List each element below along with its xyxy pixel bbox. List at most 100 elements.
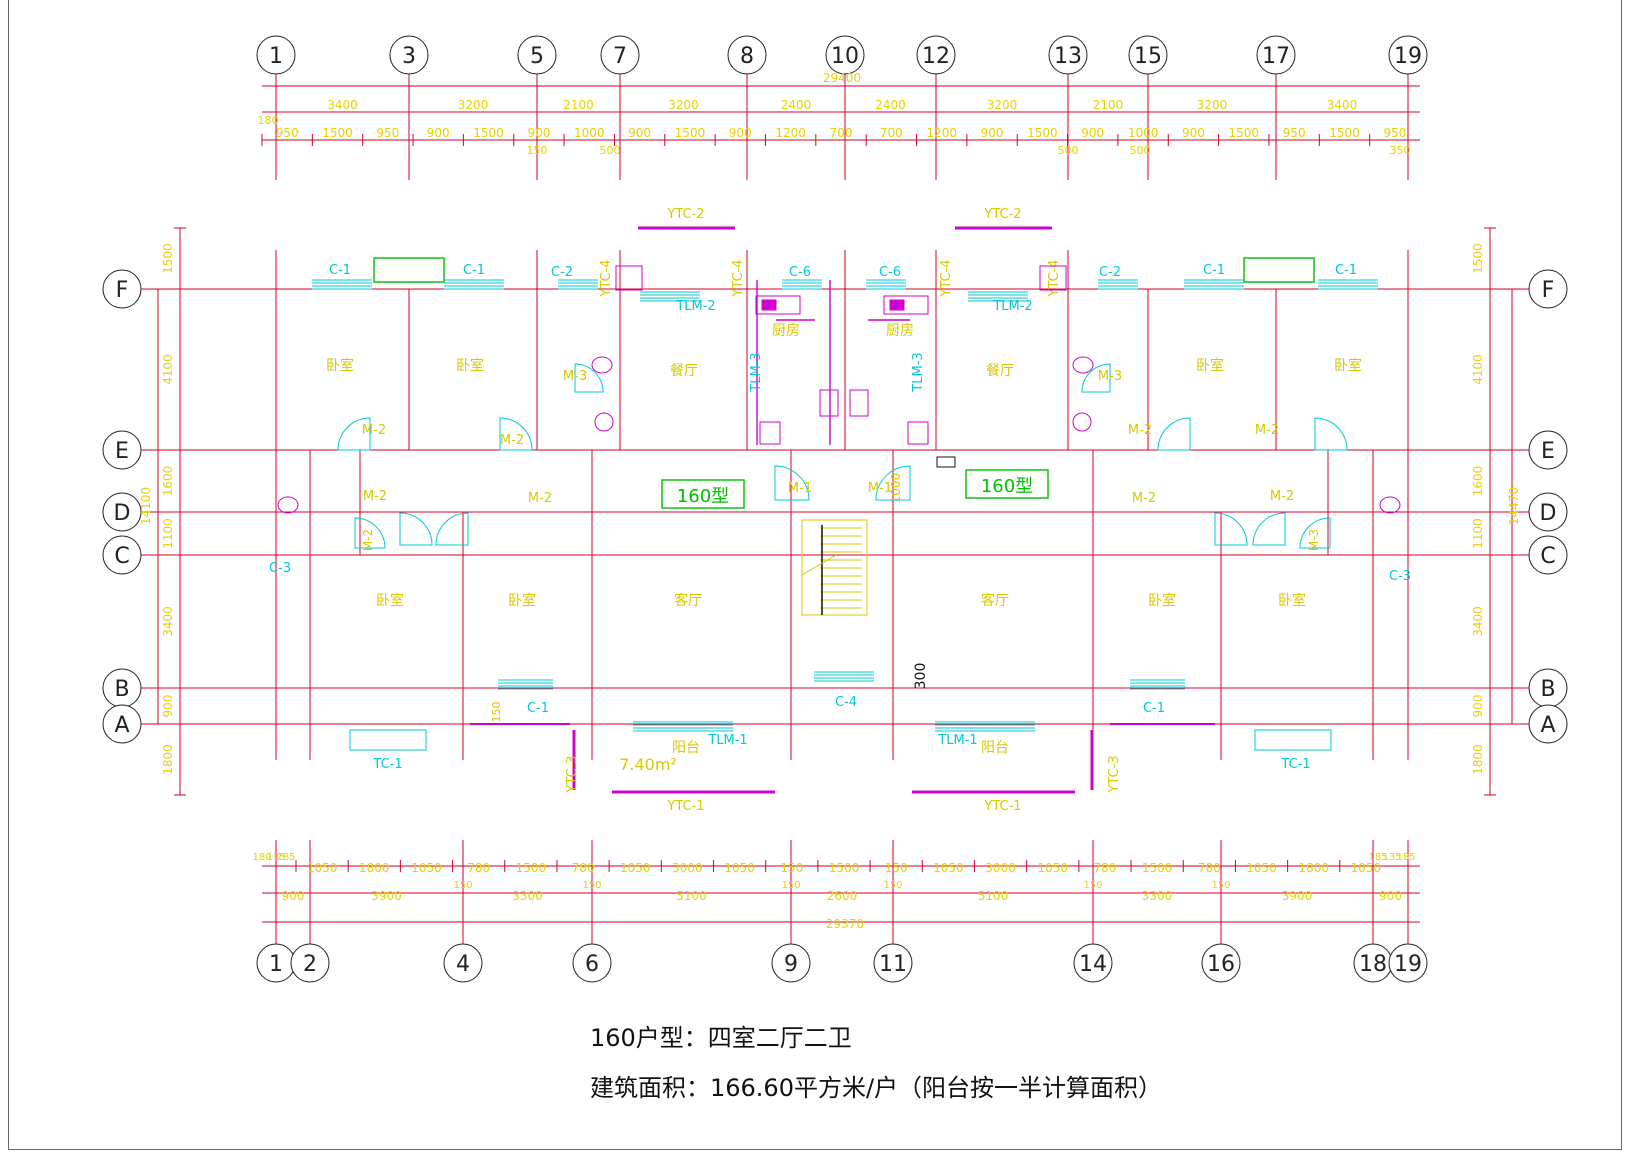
axis-label-bottom: 18 <box>1359 952 1387 977</box>
washer-icon <box>1039 265 1067 291</box>
axis-label-right: B <box>1540 677 1555 702</box>
dim-bottom-row1: 150 <box>885 861 908 875</box>
stove-icon <box>755 295 801 315</box>
bay-window <box>349 729 427 751</box>
door-label: M-2 <box>528 491 552 506</box>
balcony-window-label: YTC-1 <box>983 799 1021 814</box>
window-label: C-1 <box>1143 701 1165 716</box>
room-label: 餐厅 <box>670 363 698 379</box>
dim-top-row1: 2100 <box>563 98 594 112</box>
toilet-icon <box>277 496 299 514</box>
dim-top-row2: 1500 <box>1027 126 1058 140</box>
axis-label-top: 8 <box>740 44 754 69</box>
axis-label-right: D <box>1540 501 1557 526</box>
dim-bottom-row2: 2600 <box>827 889 858 903</box>
dim-bottom-small: 135 <box>266 852 285 863</box>
sliding-door-label: TLM-3 <box>911 352 926 392</box>
door-label: M-2 <box>361 529 375 551</box>
axis-bubble-bottom <box>1073 943 1113 983</box>
dim-bottom-row2: 3300 <box>512 889 543 903</box>
room-label: 卧室 <box>1334 357 1362 374</box>
door-label: M-2 <box>500 433 524 448</box>
door-label: M-2 <box>1128 423 1152 438</box>
axis-label-bottom: 19 <box>1394 952 1422 977</box>
dim-top-row2: 950 <box>1383 126 1406 140</box>
window-label: C-1 <box>329 263 351 278</box>
dim-bottom-small: 185 <box>1368 852 1387 863</box>
balcony-window-label: YTC-4 <box>599 259 614 297</box>
dim-left-seg: 1500 <box>161 243 175 274</box>
axis-label-left: E <box>115 439 129 464</box>
dim-bottom-row1: 1500 <box>829 861 860 875</box>
door-swing <box>1214 512 1248 546</box>
axis-label-bottom: 11 <box>879 952 907 977</box>
room-label: 卧室 <box>508 592 536 609</box>
dim-bottom-row1: 1050 <box>1246 861 1277 875</box>
axis-bubble-top <box>1256 35 1296 75</box>
axis-bubble-top <box>1388 35 1428 75</box>
dim-right-seg: 1500 <box>1471 243 1485 274</box>
axis-label-bottom: 16 <box>1207 952 1235 977</box>
axis-bubble-bottom <box>290 943 330 983</box>
dim-top-row2: 1000 <box>1128 126 1159 140</box>
dim-right-seg: 1800 <box>1471 744 1485 775</box>
window-label: C-6 <box>879 265 901 280</box>
room-label: 客厅 <box>674 592 702 609</box>
unit-type-box <box>965 469 1049 499</box>
axis-label-top: 3 <box>402 44 416 69</box>
door-label: M-3 <box>1307 529 1321 551</box>
window-label: C-3 <box>1389 569 1411 584</box>
balcony-area-label: 7.40m² <box>619 755 677 774</box>
window-label: C-3 <box>269 561 291 576</box>
dim-bottom-small: 150 <box>883 880 902 891</box>
balcony-window-label: YTC-1 <box>666 799 704 814</box>
dim-top-row1: 2400 <box>875 98 906 112</box>
unit-type-label: 160型 <box>981 476 1033 497</box>
axis-label-left: A <box>114 713 129 738</box>
axis-label-top: 19 <box>1394 44 1422 69</box>
axis-label-bottom: 1 <box>269 952 283 977</box>
axis-label-top: 15 <box>1134 44 1162 69</box>
bay-window-label: TC-1 <box>372 757 402 772</box>
axis-label-right: C <box>1540 544 1555 569</box>
axis-label-top: 13 <box>1054 44 1082 69</box>
dim-top-row2: 900 <box>527 126 550 140</box>
balcony-window-label: YTC-2 <box>666 207 704 222</box>
stair-outline <box>801 519 868 616</box>
dim-top-row2: 1200 <box>926 126 957 140</box>
axis-label-top: 1 <box>269 44 283 69</box>
axis-bubble-top <box>1048 35 1088 75</box>
door-swing <box>1299 517 1331 549</box>
axis-label-left: C <box>114 544 129 569</box>
stove-icon <box>883 295 929 315</box>
door-swing <box>337 417 371 451</box>
door-label: M-3 <box>1098 369 1122 384</box>
axis-label-left: D <box>114 501 131 526</box>
door-swing <box>774 465 810 501</box>
toilet-icon <box>1072 356 1094 374</box>
axis-bubble-bottom <box>873 943 913 983</box>
dim-top-row2: 1500 <box>1329 126 1360 140</box>
window-label: C-6 <box>789 265 811 280</box>
dim-bottom-small: 150 <box>453 880 472 891</box>
dim-bottom-row1: 780 <box>572 861 595 875</box>
axis-label-bottom: 2 <box>303 952 317 977</box>
bay-window-label: TC-1 <box>1280 757 1310 772</box>
dim-right-seg: 1600 <box>1471 466 1485 497</box>
dim-bottom-row1: 1500 <box>516 861 547 875</box>
dim-bottom-row1: 1500 <box>1142 861 1173 875</box>
fridge-icon <box>759 421 781 445</box>
dim-bottom-row1: 1050 <box>620 861 651 875</box>
bay-box <box>373 257 445 283</box>
room-label: 厨房 <box>886 323 914 339</box>
dim-top-total: 29400 <box>823 71 861 85</box>
room-label: 卧室 <box>1278 592 1306 609</box>
balcony-window-label: YTC-2 <box>983 207 1021 222</box>
room-label: 卧室 <box>1148 592 1176 609</box>
door-label: M-2 <box>1132 491 1156 506</box>
dim-left-seg: 4100 <box>161 354 175 385</box>
axis-bubble-top <box>825 35 865 75</box>
door-swing <box>399 512 433 546</box>
dim-top-small: 180 <box>258 114 279 127</box>
